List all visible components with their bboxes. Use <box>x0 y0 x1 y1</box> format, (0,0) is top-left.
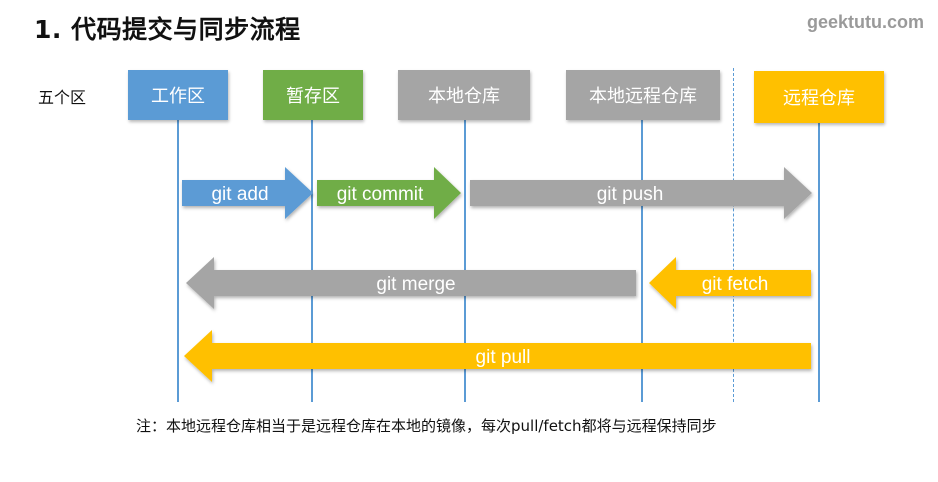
lifeline-remote-repo <box>818 118 820 402</box>
arrow-git-commit: git commit <box>317 167 461 219</box>
zone-staging: 暂存区 <box>263 70 363 120</box>
zone-workspace: 工作区 <box>128 70 228 120</box>
local-remote-divider <box>733 68 734 402</box>
zone-local-repo: 本地仓库 <box>398 70 530 120</box>
arrow-git-merge: git merge <box>186 257 636 309</box>
footnote: 注：本地远程仓库相当于是远程仓库在本地的镜像，每次pull/fetch都将与远程… <box>136 417 717 435</box>
arrow-git-push: git push <box>470 167 812 219</box>
arrow-git-merge-label: git merge <box>376 274 455 295</box>
arrow-git-commit-label: git commit <box>337 184 424 205</box>
arrow-git-fetch-label: git fetch <box>702 274 769 295</box>
arrow-git-fetch: git fetch <box>649 257 811 309</box>
zone-remote-repo: 远程仓库 <box>754 71 884 123</box>
arrow-git-add-label: git add <box>211 184 268 205</box>
brand-watermark: geektutu.com <box>806 12 924 32</box>
lifeline-staging <box>311 118 313 402</box>
arrow-git-pull: git pull <box>184 330 811 382</box>
arrow-git-add: git add <box>182 167 313 219</box>
arrow-git-push-label: git push <box>597 184 664 205</box>
page-title: 1. 代码提交与同步流程 <box>34 15 301 44</box>
arrow-git-pull-label: git pull <box>476 347 531 368</box>
row-label: 五个区 <box>38 88 87 107</box>
lifeline-local-repo <box>464 118 466 402</box>
lifeline-workspace <box>177 118 179 402</box>
lifeline-local-remote-repo <box>641 118 643 402</box>
zone-local-remote-repo: 本地远程仓库 <box>566 70 720 120</box>
